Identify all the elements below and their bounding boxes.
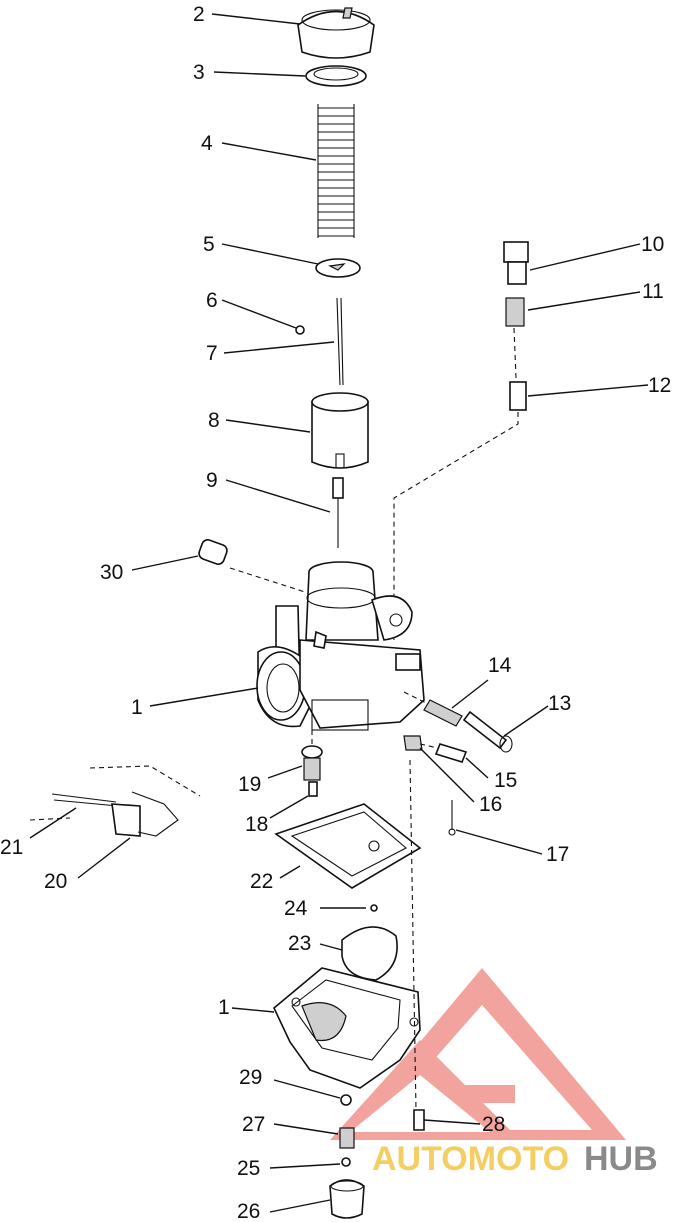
callout-27: 27 — [242, 1113, 265, 1136]
callout-12: 12 — [648, 374, 671, 397]
callout-16: 16 — [479, 793, 502, 816]
callout-7: 7 — [206, 342, 218, 365]
callout-10: 10 — [641, 233, 664, 256]
callout-8: 8 — [208, 409, 220, 432]
callout-3: 3 — [193, 61, 205, 84]
watermark-brand-part1: AUTOMOTO — [372, 1140, 569, 1178]
callout-19: 19 — [238, 773, 261, 796]
callout-22: 22 — [250, 870, 273, 893]
callout-25: 25 — [237, 1157, 260, 1180]
callout-24: 24 — [284, 897, 308, 920]
spring-icon — [317, 104, 355, 238]
callout-30: 30 — [100, 561, 123, 584]
callout-28: 28 — [482, 1113, 505, 1136]
callout-5: 5 — [203, 233, 215, 256]
leader-lines — [29, 13, 649, 1213]
callout-2: 2 — [193, 3, 205, 26]
callout-9: 9 — [206, 469, 218, 492]
callout-21: 21 — [0, 836, 23, 859]
watermark-text: AUTOMOTO HUB — [372, 1140, 658, 1178]
parts-drawing — [29, 7, 529, 1219]
watermark-logo-icon — [330, 968, 626, 1140]
callout-1-body: 1 — [131, 696, 143, 719]
callout-labels: 2 3 4 5 6 7 8 9 10 11 12 30 1 14 13 19 1… — [0, 3, 671, 1222]
callout-20: 20 — [44, 870, 67, 893]
callout-18: 18 — [245, 813, 268, 836]
callout-13: 13 — [548, 692, 571, 715]
callout-23: 23 — [288, 932, 311, 955]
callout-11: 11 — [642, 280, 664, 303]
callout-29: 29 — [239, 1066, 262, 1089]
callout-4: 4 — [201, 132, 213, 155]
callout-1-bowl: 1 — [218, 996, 230, 1019]
callout-14: 14 — [488, 654, 512, 677]
callout-15: 15 — [494, 769, 517, 792]
callout-26: 26 — [237, 1200, 260, 1222]
callout-6: 6 — [206, 289, 218, 312]
watermark-brand-part2: HUB — [584, 1140, 658, 1178]
callout-17: 17 — [546, 843, 569, 866]
